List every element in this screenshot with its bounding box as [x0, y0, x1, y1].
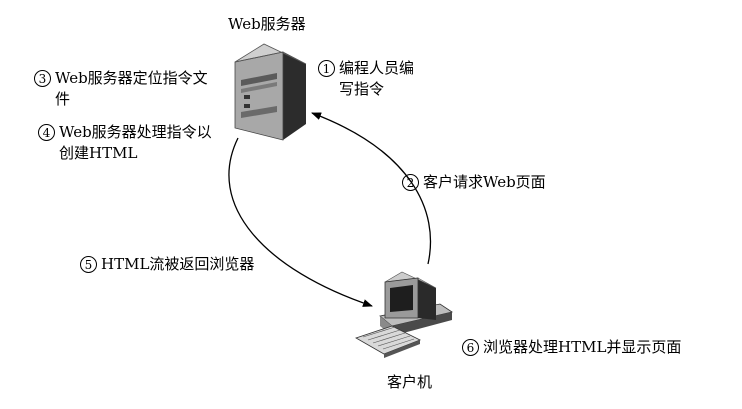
step-text: Web服务器定位指令文件 [55, 69, 208, 108]
step-text: 客户请求Web页面 [423, 173, 546, 191]
step-text: HTML流被返回浏览器 [101, 255, 255, 273]
response-arrow [228, 137, 373, 307]
step-number: 6 [462, 339, 479, 356]
client-label: 客户机 [387, 373, 433, 391]
step-4: 4 Web服务器处理指令以创建HTML [38, 122, 228, 164]
step-text: 浏览器处理HTML并显示页面 [483, 338, 682, 356]
step-number: 5 [80, 256, 97, 273]
step-2: 2 客户请求Web页面 [402, 172, 546, 193]
step-number: 4 [38, 124, 55, 141]
step-number: 1 [318, 60, 335, 77]
step-text: Web服务器处理指令以创建HTML [59, 123, 212, 162]
step-3: 3 Web服务器定位指令文件 [34, 68, 224, 110]
step-text: 编程人员编写指令 [339, 59, 415, 98]
step-number: 2 [402, 174, 419, 191]
server-label: Web服务器 [228, 15, 306, 33]
step-5: 5 HTML流被返回浏览器 [80, 254, 254, 275]
step-1: 1 编程人员编写指令 [318, 58, 428, 100]
step-number: 3 [34, 70, 51, 87]
step-6: 6 浏览器处理HTML并显示页面 [462, 337, 681, 358]
